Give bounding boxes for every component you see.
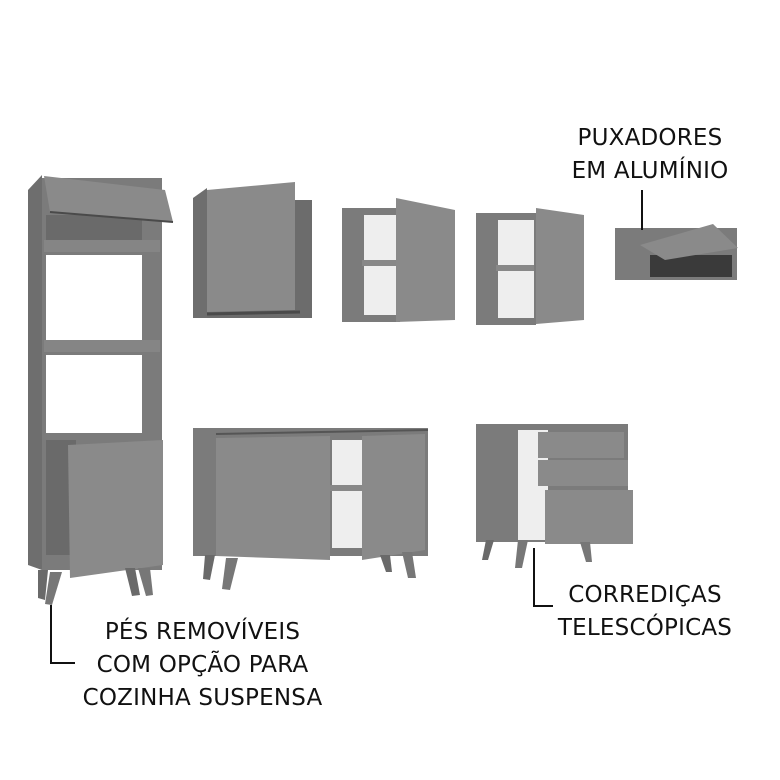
feet-label-line-3: COZINHA SUSPENSA xyxy=(82,685,323,711)
handles-pointer-line xyxy=(641,190,643,230)
slides-label-line-2: TELESCÓPICAS xyxy=(557,615,733,641)
feet-label-line-2: COM OPÇÃO PARA xyxy=(96,652,309,678)
wall-cabinet-1 xyxy=(193,182,312,318)
handles-label-line-2: EM ALUMÍNIO xyxy=(571,158,729,184)
handles-label: PUXADORES EM ALUMÍNIO xyxy=(555,122,745,188)
feet-pointer-line-h xyxy=(50,662,75,664)
flip-up-wall-cabinet xyxy=(615,224,738,280)
slides-label-line-1: CORREDIÇAS xyxy=(568,582,722,608)
wall-cabinet-3 xyxy=(476,208,584,325)
slides-pointer-line-v xyxy=(533,548,535,606)
drawer-cabinet xyxy=(476,424,633,568)
handles-label-line-1: PUXADORES xyxy=(577,125,723,151)
feet-pointer-line-v xyxy=(50,605,52,663)
slides-pointer-line-h xyxy=(533,605,553,607)
slides-label: CORREDIÇAS TELESCÓPICAS xyxy=(555,579,735,645)
feet-label-line-1: PÉS REMOVÍVEIS xyxy=(104,619,301,645)
base-cabinet xyxy=(193,428,429,590)
oven-tower-cabinet xyxy=(28,175,174,605)
wall-cabinet-2 xyxy=(342,198,455,322)
feet-label: PÉS REMOVÍVEIS COM OPÇÃO PARA COZINHA SU… xyxy=(75,616,330,715)
